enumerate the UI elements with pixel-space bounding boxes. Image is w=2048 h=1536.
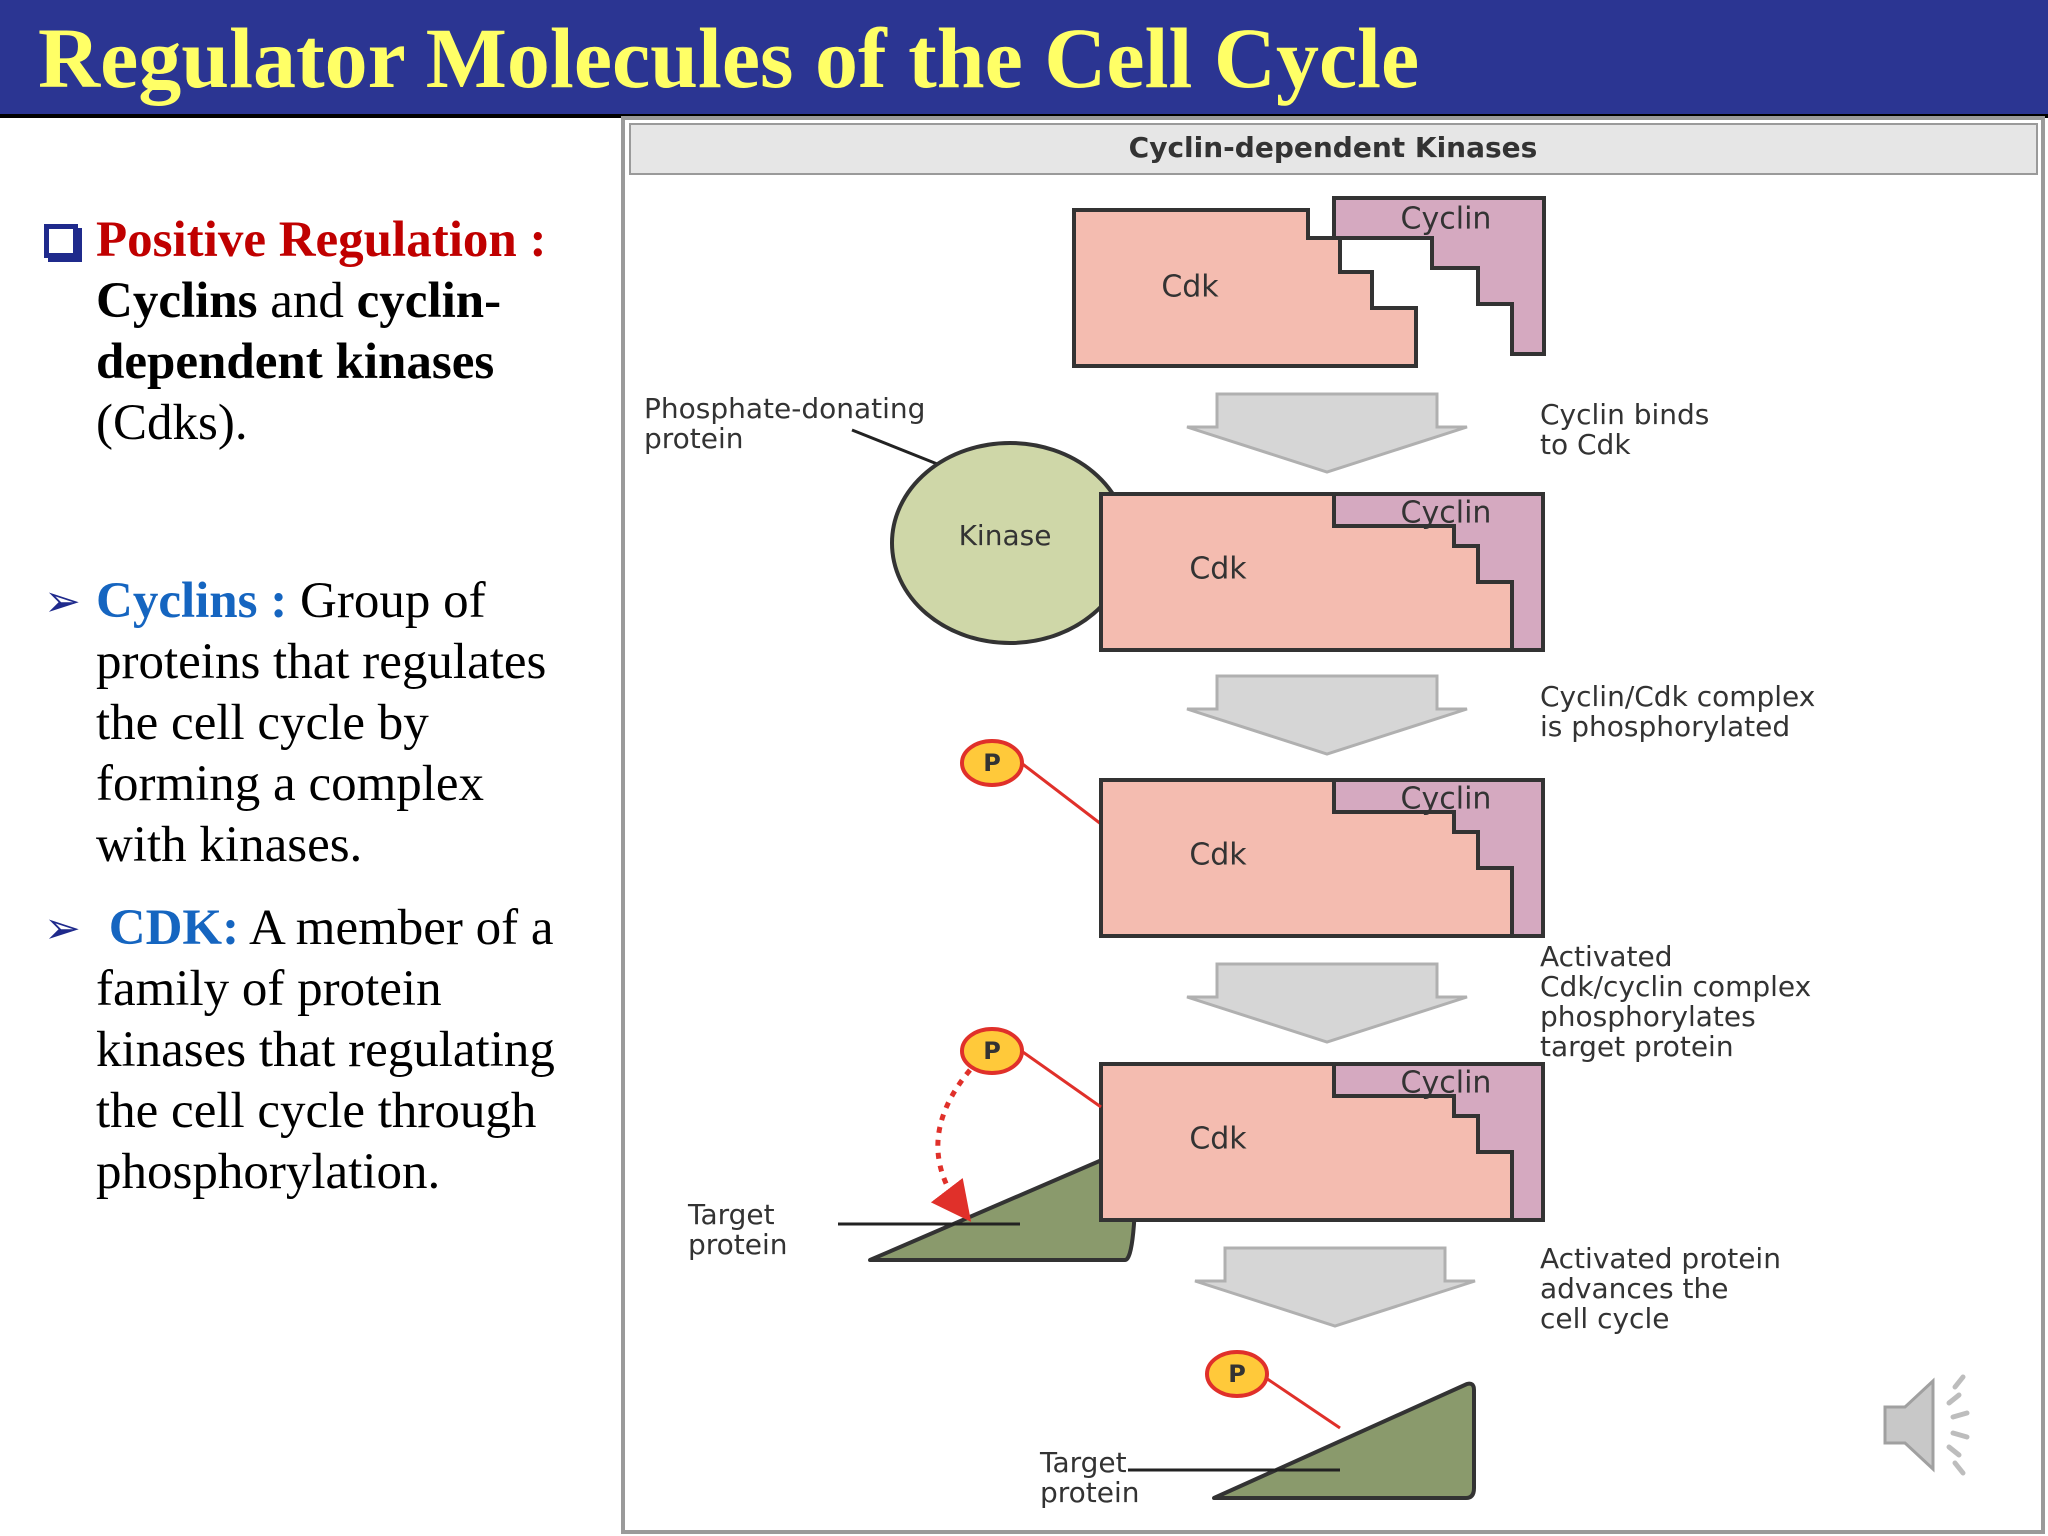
cdk-term: CDK: — [108, 900, 240, 956]
step1-line2: to Cdk — [1540, 428, 1631, 461]
phosphate-icon — [960, 739, 1024, 787]
arrow-bullet-icon: ➢ — [44, 903, 81, 954]
step-arrow — [1186, 962, 1468, 1044]
step3-line2: Cdk/cyclin complex — [1540, 970, 1811, 1003]
cyclin-shape — [1332, 778, 1545, 938]
arrow-bullet-icon: ➢ — [44, 576, 81, 627]
cdk-shape — [1072, 208, 1418, 368]
cyclins-term: Cyclins : — [96, 573, 288, 629]
cdk-label: Cdk — [1189, 552, 1247, 587]
target-label-line1: Target — [1039, 1446, 1127, 1479]
phosphate-bond-line — [1019, 1048, 1102, 1109]
step1-line1: Cyclin binds — [1540, 398, 1709, 431]
positive-regulation-heading: Positive Regulation : — [96, 212, 547, 268]
phosphate-label: P — [1228, 1360, 1246, 1388]
and-text: and — [257, 273, 357, 329]
cyclin-shape — [1332, 1062, 1545, 1222]
target-label-line2: protein — [688, 1228, 788, 1261]
phosphate-donor-line1: Phosphate-donating — [644, 392, 925, 425]
phosphate-label: P — [983, 749, 1001, 777]
step-arrow — [1186, 392, 1468, 474]
cdk-text: A member of a — [239, 900, 554, 956]
cyclin-shape — [1332, 196, 1546, 356]
cyclins-line: forming a complex — [96, 756, 485, 812]
cyclins-line: with kinases. — [96, 817, 363, 873]
cyclins-text: Group of — [287, 573, 486, 629]
cdk-diagram: Cyclin-dependent Kinases Cdk Cyclin Cycl… — [620, 112, 2048, 1536]
cyclins-line: proteins that regulates — [96, 634, 547, 690]
step-arrow — [1194, 1246, 1476, 1328]
left-text-panel: Positive Regulation : Cyclins and cyclin… — [44, 210, 619, 1203]
step-arrow — [1186, 674, 1468, 756]
step4-line2: advances the — [1540, 1272, 1728, 1305]
cyclins-bold: Cyclins — [96, 273, 258, 329]
slide-title: Regulator Molecules of the Cell Cycle — [38, 10, 1420, 106]
cyclin-label: Cyclin — [1401, 202, 1492, 237]
kinase-label: Kinase — [959, 519, 1052, 552]
speaker-icon[interactable] — [1875, 1365, 1985, 1485]
cdk-line: the cell cycle through — [96, 1083, 537, 1139]
phosphate-label: P — [983, 1037, 1001, 1065]
cdk-label: Cdk — [1189, 1122, 1247, 1157]
cyclin-cdk-complex: Cdk Cyclin — [1099, 778, 1545, 938]
cyclins-line: the cell cycle by — [96, 695, 429, 751]
title-bar: Regulator Molecules of the Cell Cycle — [0, 0, 2048, 118]
cyclin-cdk-complex: Cdk Cyclin — [1099, 1062, 1545, 1222]
cdk-label: Cdk — [1161, 270, 1219, 305]
cyclin-bold: cyclin- — [356, 273, 502, 329]
cdk-line: kinases that regulating — [96, 1022, 555, 1078]
step4-line1: Activated protein — [1540, 1242, 1781, 1275]
step2-line2: is phosphorylated — [1540, 710, 1790, 743]
step3-line3: phosphorylates — [1540, 1000, 1756, 1033]
cdk-line: family of protein — [96, 961, 442, 1017]
cyclin-shape — [1332, 492, 1545, 652]
positive-regulation-block: Positive Regulation : Cyclins and cyclin… — [44, 210, 619, 454]
cdk-label: Cdk — [1189, 838, 1247, 873]
dependent-kinases-bold: dependent kinases — [96, 334, 495, 390]
target-label-line1: Target — [687, 1198, 775, 1231]
step4-line3: cell cycle — [1540, 1302, 1669, 1335]
step3-line1: Activated — [1540, 940, 1673, 973]
cyclin-label: Cyclin — [1401, 496, 1492, 531]
step2-line1: Cyclin/Cdk complex — [1540, 680, 1815, 713]
cyclin-cdk-complex: Cdk Cyclin — [1099, 492, 1545, 652]
cyclin-label: Cyclin — [1401, 782, 1492, 817]
cdks-text: (Cdks). — [96, 395, 248, 451]
square-bullet-icon — [44, 224, 78, 258]
target-label-line2: protein — [1040, 1476, 1140, 1509]
phosphate-icon — [1205, 1350, 1269, 1398]
phosphate-icon — [960, 1027, 1024, 1075]
diagram-header-bar — [629, 123, 2038, 175]
cyclins-definition-block: ➢ Cyclins : Group of proteins that regul… — [44, 571, 619, 876]
phosphate-bond-line — [1259, 1372, 1341, 1430]
diagram-header: Cyclin-dependent Kinases — [1129, 131, 1538, 164]
cdk-definition-block: ➢ CDK: A member of a family of protein k… — [44, 898, 619, 1203]
phosphate-bond-line — [1019, 760, 1102, 826]
cdk-line: phosphorylation. — [96, 1144, 441, 1200]
phosphate-transfer-arrow — [930, 1068, 972, 1222]
cyclin-label: Cyclin — [1401, 1066, 1492, 1101]
phosphate-donor-line2: protein — [644, 422, 744, 455]
step3-line4: target protein — [1540, 1030, 1734, 1063]
